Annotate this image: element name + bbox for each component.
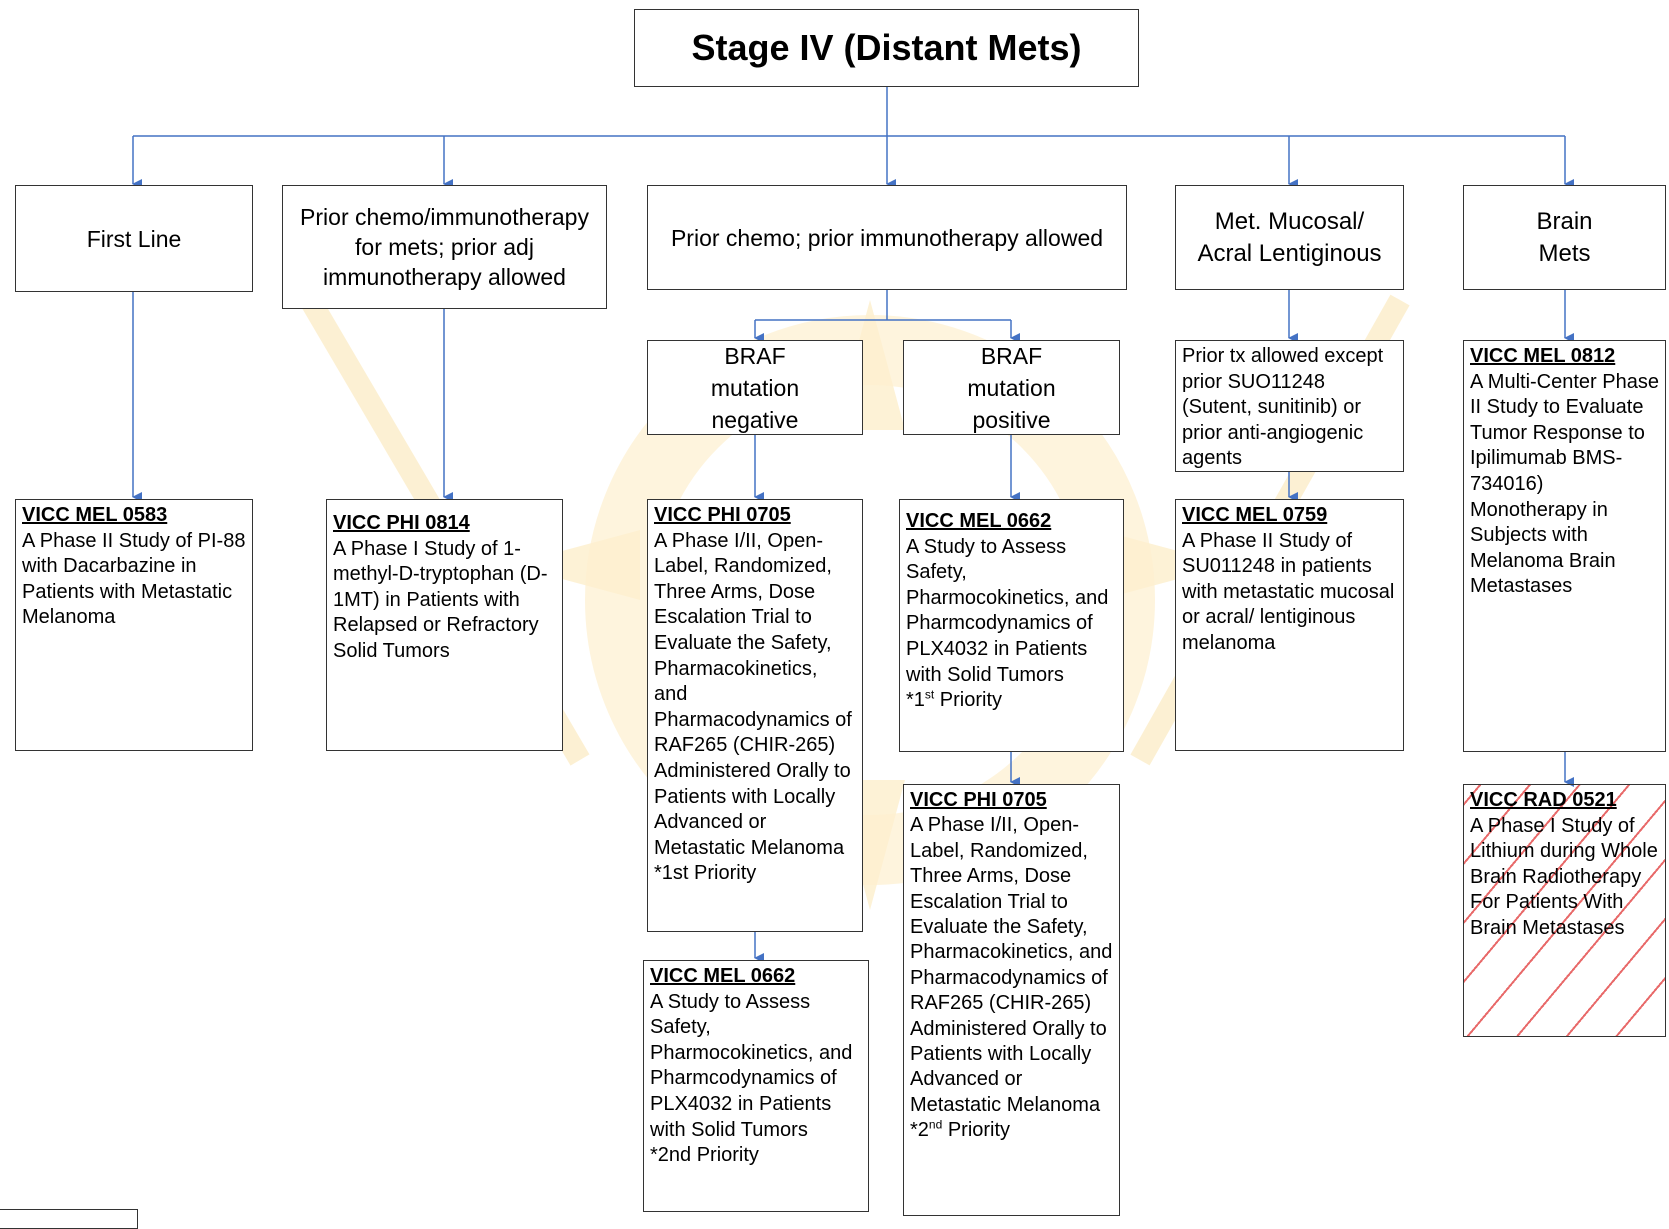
trial-description: A Phase I/II, Open-Label, Randomized, Th… [654, 529, 852, 859]
trial-box-mel-0662-second: VICC MEL 0662 A Study to Assess Safety, … [643, 960, 869, 1212]
trial-id: VICC MEL 0812 [1470, 345, 1616, 367]
trial-id: VICC MEL 0583 [22, 504, 168, 526]
category-prior-chemo-immunotherapy: Prior chemo/immunotherapy for mets; prio… [282, 185, 607, 309]
trial-box-phi-0705-first: VICC PHI 0705 A Phase I/II, Open-Label, … [647, 499, 863, 932]
mucosal-prior-tx-box: Prior tx allowed except prior SUO11248 (… [1175, 340, 1404, 472]
trial-box-mel-0583: VICC MEL 0583 A Phase II Study of PI-88 … [15, 499, 253, 751]
trial-id: VICC MEL 0662 [650, 965, 796, 987]
mucosal-prior-tx-text: Prior tx allowed except prior SUO11248 (… [1182, 345, 1384, 470]
category-prior-chemo: Prior chemo; prior immunotherapy allowed [647, 185, 1127, 290]
trial-description: A Study to Assess Safety, Pharmocokineti… [650, 990, 853, 1141]
trial-box-phi-0814: VICC PHI 0814 A Phase I Study of 1-methy… [326, 499, 563, 751]
trial-priority: *2nd Priority [910, 1118, 1113, 1143]
trial-priority: *1st Priority [906, 688, 1117, 714]
trial-description: A Phase I Study of Lithium during Whole … [1470, 814, 1658, 939]
category-first-line-label: First Line [86, 225, 182, 252]
trial-box-mel-0812: VICC MEL 0812 A Multi-Center Phase II St… [1463, 340, 1666, 752]
priority-superscript: st [924, 687, 935, 702]
trial-priority: *1st Priority [654, 862, 757, 885]
trial-box-mel-0759: VICC MEL 0759 A Phase II Study of SU0112… [1175, 499, 1404, 751]
braf-negative-box: BRAF mutation negative [647, 340, 863, 435]
trial-description: A Phase I/II, Open-Label, Randomized, Th… [910, 814, 1113, 1116]
category-mucosal-acral-label: Met. Mucosal/ Acral Lentiginous [1197, 207, 1382, 267]
category-brain-mets-label: Brain Mets [1536, 207, 1593, 267]
trial-priority: *2nd Priority [650, 1144, 759, 1167]
trial-description: A Phase I Study of 1-methyl-D-tryptophan… [333, 537, 548, 662]
trial-id: VICC PHI 0814 [333, 512, 470, 534]
stage-title-box: Stage IV (Distant Mets) [634, 9, 1139, 87]
priority-prefix: *2 [910, 1119, 929, 1142]
category-mucosal-acral: Met. Mucosal/ Acral Lentiginous [1175, 185, 1404, 290]
category-prior-chemo-immunotherapy-label: Prior chemo/immunotherapy for mets; prio… [300, 204, 589, 290]
trial-description: A Multi-Center Phase II Study to Evaluat… [1470, 370, 1659, 598]
trial-box-rad-0521: VICC RAD 0521 A Phase I Study of Lithium… [1463, 784, 1666, 1037]
priority-suffix: Priority [934, 689, 1003, 712]
priority-superscript: nd [928, 1117, 943, 1132]
legend-box-partial [0, 1209, 138, 1229]
category-brain-mets: Brain Mets [1463, 185, 1666, 290]
braf-positive-label: BRAF mutation positive [967, 342, 1056, 433]
trial-id: VICC MEL 0662 [906, 510, 1052, 532]
trial-description: A Phase II Study of SU011248 in patients… [1182, 529, 1395, 654]
trial-description: A Study to Assess Safety, Pharmocokineti… [906, 535, 1109, 686]
trial-description: A Phase II Study of PI-88 with Dacarbazi… [22, 529, 246, 629]
category-prior-chemo-label: Prior chemo; prior immunotherapy allowed [670, 224, 1104, 251]
trial-id: VICC PHI 0705 [654, 504, 791, 526]
stage-title: Stage IV (Distant Mets) [691, 27, 1082, 68]
braf-positive-box: BRAF mutation positive [903, 340, 1120, 435]
trial-id: VICC MEL 0759 [1182, 504, 1328, 526]
trial-id: VICC PHI 0705 [910, 789, 1047, 811]
braf-negative-label: BRAF mutation negative [710, 342, 800, 433]
trial-id: VICC RAD 0521 [1470, 789, 1617, 811]
priority-suffix: Priority [942, 1119, 1011, 1142]
priority-prefix: *1 [906, 689, 925, 712]
trial-box-mel-0662-first: VICC MEL 0662 A Study to Assess Safety, … [899, 499, 1124, 752]
category-first-line: First Line [15, 185, 253, 292]
trial-box-phi-0705-second: VICC PHI 0705 A Phase I/II, Open-Label, … [903, 784, 1120, 1216]
